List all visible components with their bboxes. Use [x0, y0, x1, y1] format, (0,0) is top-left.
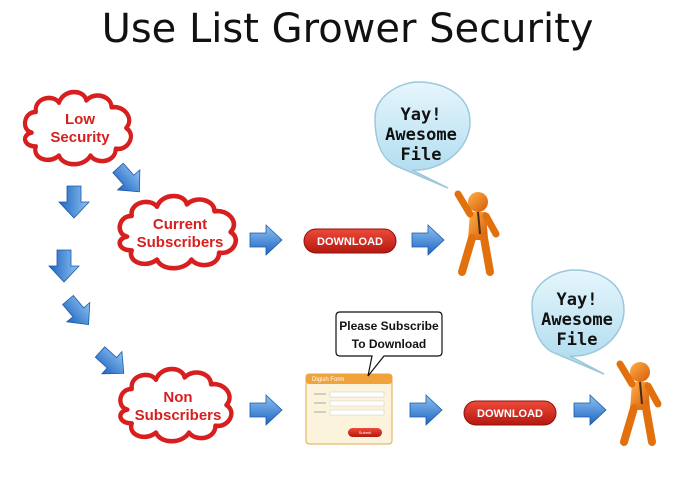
- low-security-label-line1: Low: [65, 111, 95, 128]
- person-figure-2: [616, 360, 662, 446]
- download-label-1: DOWNLOAD: [317, 236, 383, 248]
- download-label-2: DOWNLOAD: [477, 408, 543, 420]
- arrow-right-2: [411, 224, 445, 256]
- arrow-down-2: [48, 249, 80, 283]
- non-subscribers-line1: Non: [163, 389, 192, 406]
- bubble1-line1: Yay!: [401, 105, 442, 125]
- form-header: Digish Form: [312, 377, 344, 383]
- subscribe-form: Digish Form Submit: [305, 373, 393, 445]
- arrow-right-1: [249, 224, 283, 256]
- arrow-right-4: [409, 394, 443, 426]
- page-title: Use List Grower Security: [101, 6, 594, 52]
- arrow-diag-3: [106, 157, 151, 203]
- bubble1-line3: File: [401, 145, 442, 165]
- arrow-diag-1: [56, 289, 101, 335]
- bubble2-line1: Yay!: [557, 290, 598, 310]
- current-subscribers-line1: Current: [153, 216, 207, 233]
- low-security-label-line2: Security: [50, 129, 110, 146]
- bubble2-line3: File: [557, 330, 598, 350]
- non-subscribers-line2: Subscribers: [135, 407, 222, 424]
- callout-line1: Please Subscribe: [339, 319, 439, 333]
- arrow-right-5: [573, 394, 607, 426]
- current-subscribers-line2: Subscribers: [137, 234, 224, 251]
- arrow-diag-2: [89, 340, 135, 385]
- arrow-right-3: [249, 394, 283, 426]
- speech-bubble-1: [374, 81, 471, 189]
- subscribe-callout: [335, 311, 443, 377]
- speech-bubble-2: [531, 269, 625, 375]
- person-figure-1: [454, 190, 500, 276]
- callout-line2: To Download: [352, 337, 426, 351]
- form-submit: Submit: [359, 430, 372, 435]
- download-button-1[interactable]: DOWNLOAD: [303, 228, 397, 254]
- arrow-down-1: [58, 185, 90, 219]
- bubble2-line2: Awesome: [541, 310, 613, 330]
- download-button-2[interactable]: DOWNLOAD: [463, 400, 557, 426]
- bubble1-line2: Awesome: [385, 125, 457, 145]
